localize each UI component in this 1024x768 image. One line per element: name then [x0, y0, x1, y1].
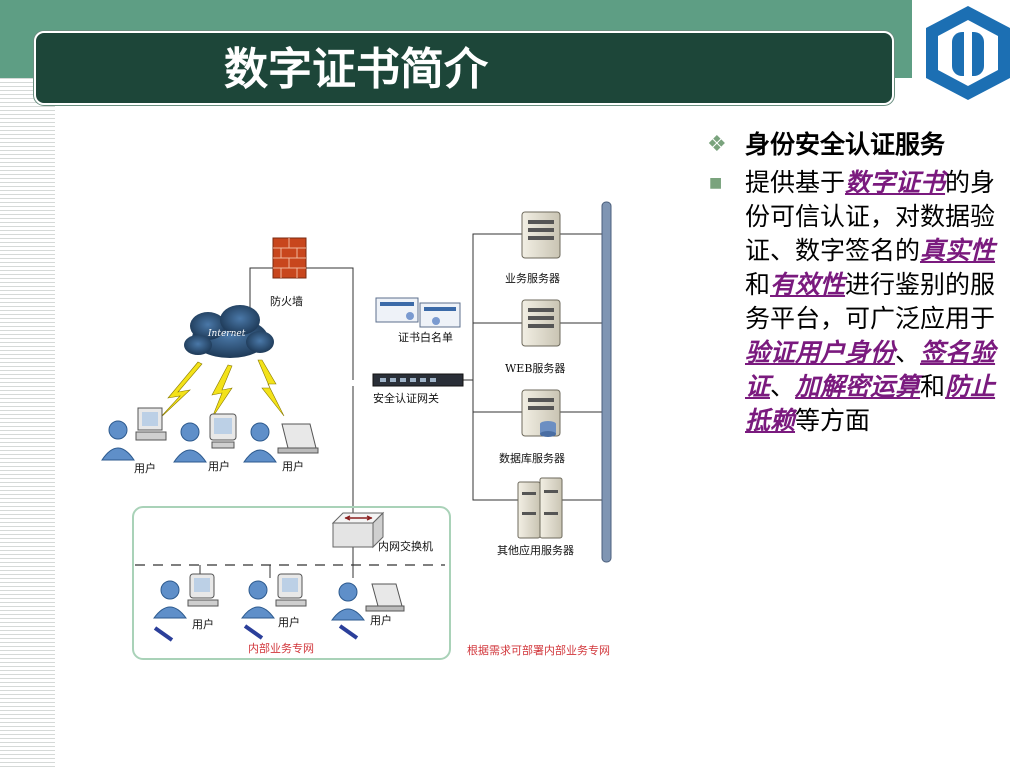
highlight-term: 防止抵赖 — [745, 372, 996, 435]
bullet-body: ■ 提供基于数字证书的身份可信认证，对数据验证、数字签名的真实性和有效性进行鉴别… — [705, 166, 1005, 438]
external-user-2 — [173, 413, 237, 463]
body-segment: 的身份可信认证，对数据验证、数字签名的 — [745, 168, 996, 265]
server-label-2: WEB服务器 — [505, 362, 565, 375]
user-label-int-2: 用户 — [278, 615, 300, 629]
certificate-whitelist-icon — [375, 297, 461, 328]
body-segment: 提供基于 — [745, 168, 846, 197]
internal-user-1 — [153, 573, 219, 642]
body-segment: 、 — [770, 372, 796, 401]
logo-icon — [926, 6, 1010, 100]
internal-user-3 — [331, 582, 405, 640]
external-user-1 — [101, 407, 167, 461]
highlight-term: 验证用户身份 — [745, 338, 896, 367]
bullet-heading-text: 身份安全认证服务 — [745, 130, 946, 159]
highlight-term: 加解密运算 — [795, 372, 921, 401]
web-server-icon — [521, 299, 561, 347]
internal-user-2 — [241, 573, 307, 640]
user-label-int-1: 用户 — [192, 617, 214, 631]
firewall-label: 防火墙 — [270, 294, 303, 308]
body-segment: 等方面 — [795, 406, 871, 435]
user-label-ext-2: 用户 — [208, 459, 230, 473]
body-segment: 和 — [920, 372, 946, 401]
lightning-icons — [157, 359, 285, 421]
bullet-heading: ❖ 身份安全认证服务 — [705, 126, 1005, 164]
switch-icon — [331, 511, 385, 549]
highlight-term: 签名验证 — [745, 338, 996, 401]
deployment-note: 根据需求可部署内部业务专网 — [467, 643, 610, 657]
server-bus — [601, 201, 612, 563]
gateway-device-icon — [372, 373, 464, 387]
body-segment: 和 — [745, 270, 771, 299]
internet-cloud-icon — [184, 305, 274, 358]
slide-title: 数字证书简介 — [224, 44, 488, 95]
title-bar: 数字证书简介 — [34, 31, 894, 105]
logo — [912, 0, 1024, 108]
firewall-icon — [272, 237, 307, 279]
highlight-term: 真实性 — [920, 236, 996, 265]
whitelist-label: 证书白名单 — [398, 330, 453, 344]
diamond-bullet-icon: ❖ — [707, 132, 727, 157]
left-stripes — [0, 78, 55, 768]
bullet-body-text: 提供基于数字证书的身份可信认证，对数据验证、数字签名的真实性和有效性进行鉴别的服… — [745, 168, 995, 435]
highlight-term: 有效性 — [770, 270, 846, 299]
user-label-ext-3: 用户 — [282, 459, 304, 473]
bullet-list: ❖ 身份安全认证服务 ■ 提供基于数字证书的身份可信认证，对数据验证、数字签名的… — [705, 126, 1005, 438]
business-server-icon — [521, 211, 561, 259]
square-bullet-icon: ■ — [709, 175, 723, 191]
intranet-label: 内部业务专网 — [248, 641, 314, 655]
server-label-3: 数据库服务器 — [499, 451, 565, 465]
body-segment: 进行鉴别的服务平台，可广泛应用于 — [745, 270, 996, 333]
switch-label: 内网交换机 — [378, 539, 433, 553]
gateway-label: 安全认证网关 — [373, 391, 439, 405]
server-label-4: 其他应用服务器 — [497, 543, 574, 557]
internet-label: Internet — [207, 329, 246, 339]
server-label-1: 业务服务器 — [505, 272, 560, 285]
user-label-int-3: 用户 — [370, 613, 392, 627]
external-user-3 — [243, 422, 319, 463]
user-label-ext-1: 用户 — [134, 461, 156, 475]
highlight-term: 数字证书 — [845, 168, 946, 197]
other-app-server-icon — [517, 477, 563, 539]
database-server-icon — [521, 389, 561, 437]
intranet-box — [132, 506, 451, 660]
body-segment: 、 — [895, 338, 921, 367]
